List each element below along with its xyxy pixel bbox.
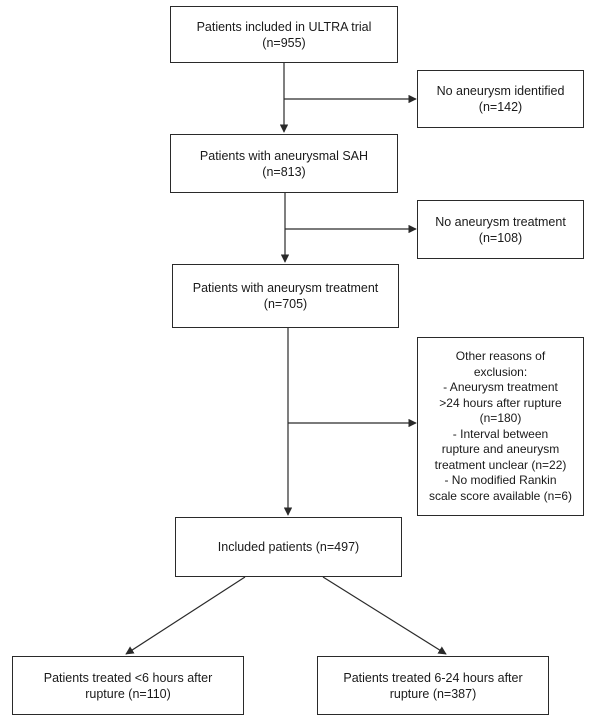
box-other-reasons-line-3: - Aneurysm treatment [443,380,558,394]
box-other-reasons-line-5: (n=180) [479,411,522,425]
box-no-aneurysm-identified-line-1: No aneurysm identified [436,84,565,98]
box-other-reasons-line-1: Other reasons of [455,349,546,363]
box-aneurysmal-sah-line-1: Patients with aneurysmal SAH [199,148,369,163]
box-no-aneurysm-identified: No aneurysm identified (n=142) [417,70,584,128]
box-included-patients-line-1: Included patients (n=497) [217,540,360,554]
box-aneurysm-treatment: Patients with aneurysm treatment (n=705) [172,264,399,328]
box-other-reasons-line-6: - Interval between [452,426,549,441]
box-treated-under-6h: Patients treated <6 hours after rupture … [12,656,244,715]
box-treated-under-6h-line-1: Patients treated <6 hours after [43,670,213,685]
box-aneurysmal-sah-line-2: (n=813) [262,164,306,179]
box-no-aneurysm-treatment-line-2: (n=108) [478,230,523,245]
box-treated-6-24h-line-1: Patients treated 6-24 hours after [343,670,523,685]
box-included-ultra: Patients included in ULTRA trial (n=955) [170,6,398,63]
box-aneurysm-treatment-line-2: (n=705) [263,297,308,311]
box-treated-6-24h-line-2: rupture (n=387) [389,686,477,701]
box-included-ultra-line-2: (n=955) [262,35,306,50]
arrow-to-treated-6-24h [322,576,447,655]
box-other-reasons-line-7: rupture and aneurysm [441,442,560,456]
box-other-reasons: Other reasons of exclusion: - Aneurysm t… [417,337,584,516]
box-other-reasons-line-2: exclusion: [473,364,528,379]
box-no-aneurysm-identified-line-2: (n=142) [478,100,523,114]
box-treated-6-24h: Patients treated 6-24 hours after ruptur… [317,656,549,715]
box-treated-under-6h-line-2: rupture (n=110) [85,686,171,701]
arrow-to-treated-under-6h [125,576,246,655]
box-other-reasons-line-10: scale score available (n=6) [428,488,573,503]
box-other-reasons-line-9: - No modified Rankin [444,473,557,487]
box-included-ultra-line-1: Patients included in ULTRA trial [196,19,372,34]
box-no-aneurysm-treatment: No aneurysm treatment (n=108) [417,200,584,259]
box-no-aneurysm-treatment-line-1: No aneurysm treatment [435,214,566,229]
box-included-patients: Included patients (n=497) [175,517,402,577]
box-other-reasons-line-4: >24 hours after rupture [439,395,562,410]
box-aneurysmal-sah: Patients with aneurysmal SAH (n=813) [170,134,398,193]
box-other-reasons-line-8: treatment unclear (n=22) [434,457,567,472]
box-aneurysm-treatment-line-1: Patients with aneurysm treatment [192,281,379,295]
